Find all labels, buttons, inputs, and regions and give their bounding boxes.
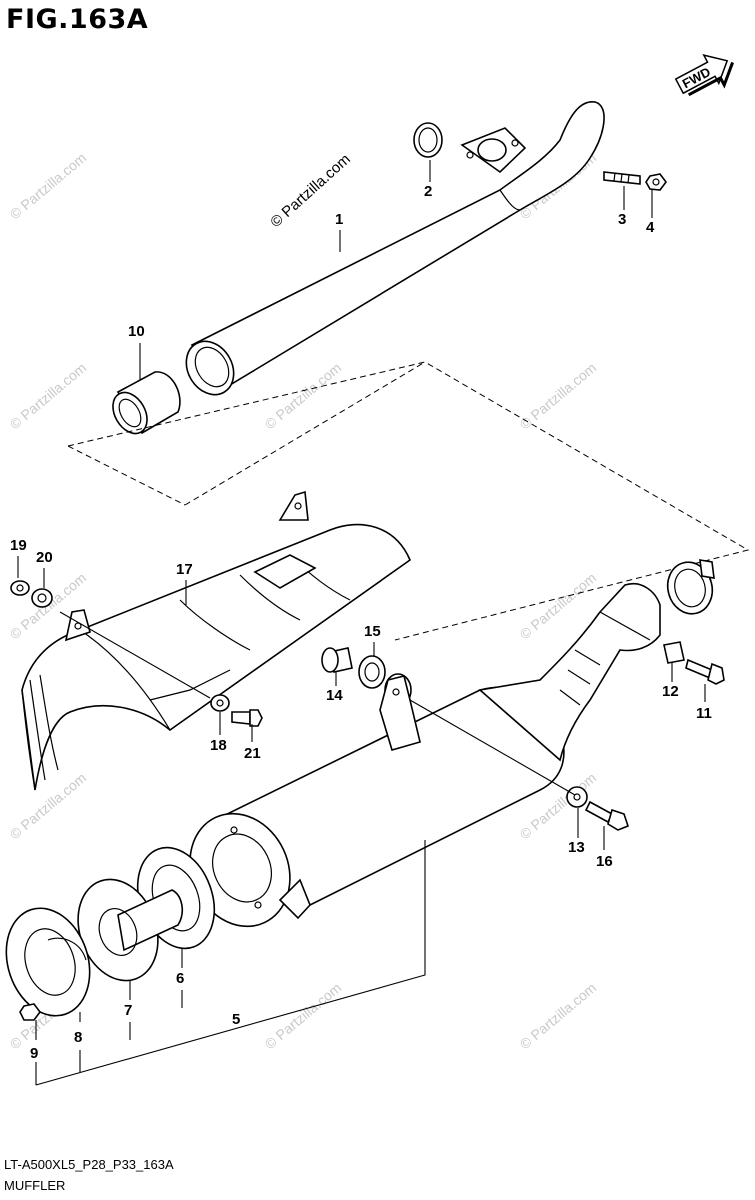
- collar-14: [321, 647, 353, 673]
- watermark: © Partzilla.com: [7, 149, 90, 222]
- callout-13: 13: [568, 839, 585, 856]
- bolt-21: [231, 709, 263, 727]
- end-cap: [5, 907, 91, 1017]
- callout-14: 14: [326, 687, 343, 704]
- watermark: © Partzilla.com: [517, 979, 600, 1052]
- pipe-sleeve: [112, 371, 181, 435]
- watermark: © Partzilla.com: [262, 359, 345, 432]
- watermark: © Partzilla.com: [7, 769, 90, 842]
- assembly-outline: [67, 361, 750, 641]
- nut: [645, 173, 667, 191]
- pipe-clamp: [666, 559, 715, 615]
- fwd-arrow-icon: FWD: [674, 53, 735, 97]
- watermark: © Partzilla.com: [262, 979, 345, 1052]
- washer: [10, 580, 30, 596]
- watermark: © Partzilla.com: [517, 359, 600, 432]
- callout-8: 8: [74, 1029, 82, 1046]
- callout-12: 12: [662, 683, 679, 700]
- callout-17: 17: [176, 561, 193, 578]
- leader-lines: [17, 160, 706, 1086]
- washer-small: [210, 694, 230, 712]
- callout-6: 6: [176, 970, 184, 987]
- callout-9: 9: [30, 1045, 38, 1062]
- collar-12: [663, 641, 685, 664]
- tail-pipe: [77, 878, 184, 982]
- callout-16: 16: [596, 853, 613, 870]
- washer-13: [566, 786, 588, 808]
- callout-21: 21: [244, 745, 261, 762]
- grommet-15: [358, 655, 386, 689]
- fwd-label: FWD: [680, 64, 713, 91]
- callout-labels: 1 2 3 4 5 6 7 8 9 10 11 12 13 14 15 16 1…: [10, 183, 712, 1062]
- end-cap-bolt: [19, 1003, 41, 1021]
- exhaust-pipe: [185, 101, 605, 396]
- callout-18: 18: [210, 737, 227, 754]
- heat-shield: [21, 490, 411, 791]
- callout-11: 11: [696, 705, 712, 722]
- callout-7: 7: [124, 1002, 132, 1019]
- callout-15: 15: [364, 623, 381, 640]
- figure-code: LT-A500XL5_P28_P33_163A: [4, 1157, 174, 1172]
- bolt-11: [685, 658, 725, 685]
- muffler-body: [189, 583, 661, 928]
- callout-3: 3: [618, 211, 626, 228]
- exhaust-gasket: [413, 122, 443, 158]
- callout-10: 10: [128, 323, 145, 340]
- callout-2: 2: [424, 183, 432, 200]
- callout-5: 5: [232, 1011, 240, 1028]
- figure-name: MUFFLER: [4, 1178, 66, 1193]
- stud-bolt: [603, 171, 641, 185]
- callout-1: 1: [335, 211, 343, 228]
- callout-4: 4: [646, 219, 655, 236]
- callout-19: 19: [10, 537, 27, 554]
- bolt-16: [584, 800, 629, 831]
- watermark: © Partzilla.com: [7, 359, 90, 432]
- rubber-cushion: [31, 588, 53, 608]
- callout-20: 20: [36, 549, 53, 566]
- figure-title: FIG.163A: [6, 4, 149, 35]
